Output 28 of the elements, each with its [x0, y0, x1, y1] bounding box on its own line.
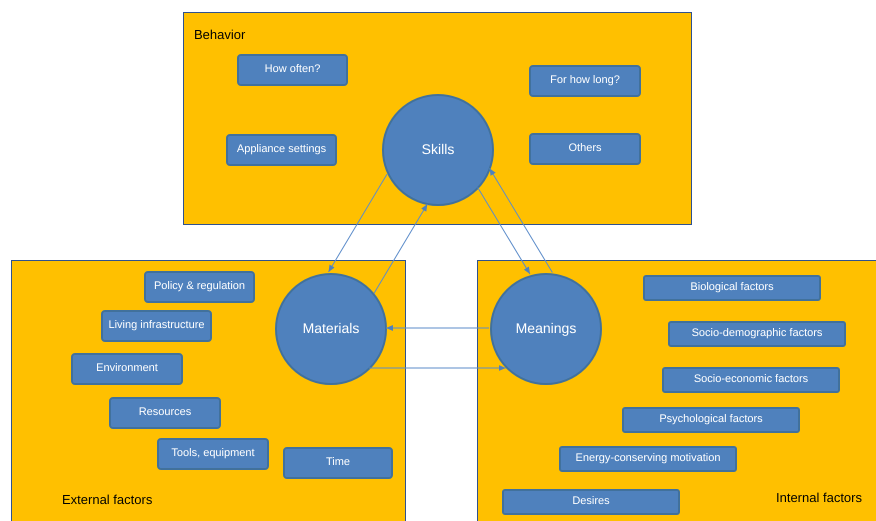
- group-panel: [11, 260, 406, 521]
- panel-title: Internal factors: [776, 488, 862, 506]
- group-panel: [183, 12, 692, 225]
- panel-title: Behavior: [194, 26, 246, 44]
- arrow: [477, 186, 530, 275]
- factor-box: Environment: [71, 353, 183, 385]
- factor-box: Socio-demographic factors: [668, 321, 846, 347]
- factor-box: Biological factors: [643, 275, 821, 301]
- factor-box: Energy-conserving motivation: [559, 446, 737, 472]
- arrow: [489, 168, 553, 273]
- arrow: [374, 204, 428, 294]
- factor-box: Tools, equipment: [157, 438, 269, 470]
- factor-box: Living infrastructure: [101, 310, 212, 342]
- factor-box: Policy & regulation: [144, 271, 255, 303]
- factor-box: Desires: [502, 489, 680, 515]
- factor-box: For how long?: [529, 65, 641, 97]
- factor-box: Resources: [109, 397, 221, 429]
- factor-box: Others: [529, 133, 641, 165]
- group-panel: [477, 260, 876, 521]
- panel-title: External factors: [62, 490, 152, 508]
- arrow: [368, 365, 506, 371]
- arrow: [386, 325, 490, 331]
- factor-box: How often?: [237, 54, 348, 86]
- factor-box: Socio-economic factors: [662, 367, 840, 393]
- factor-box: Psychological factors: [622, 407, 800, 433]
- factor-box: Appliance settings: [226, 134, 337, 166]
- arrow: [328, 174, 388, 273]
- factor-box: Time: [283, 447, 393, 479]
